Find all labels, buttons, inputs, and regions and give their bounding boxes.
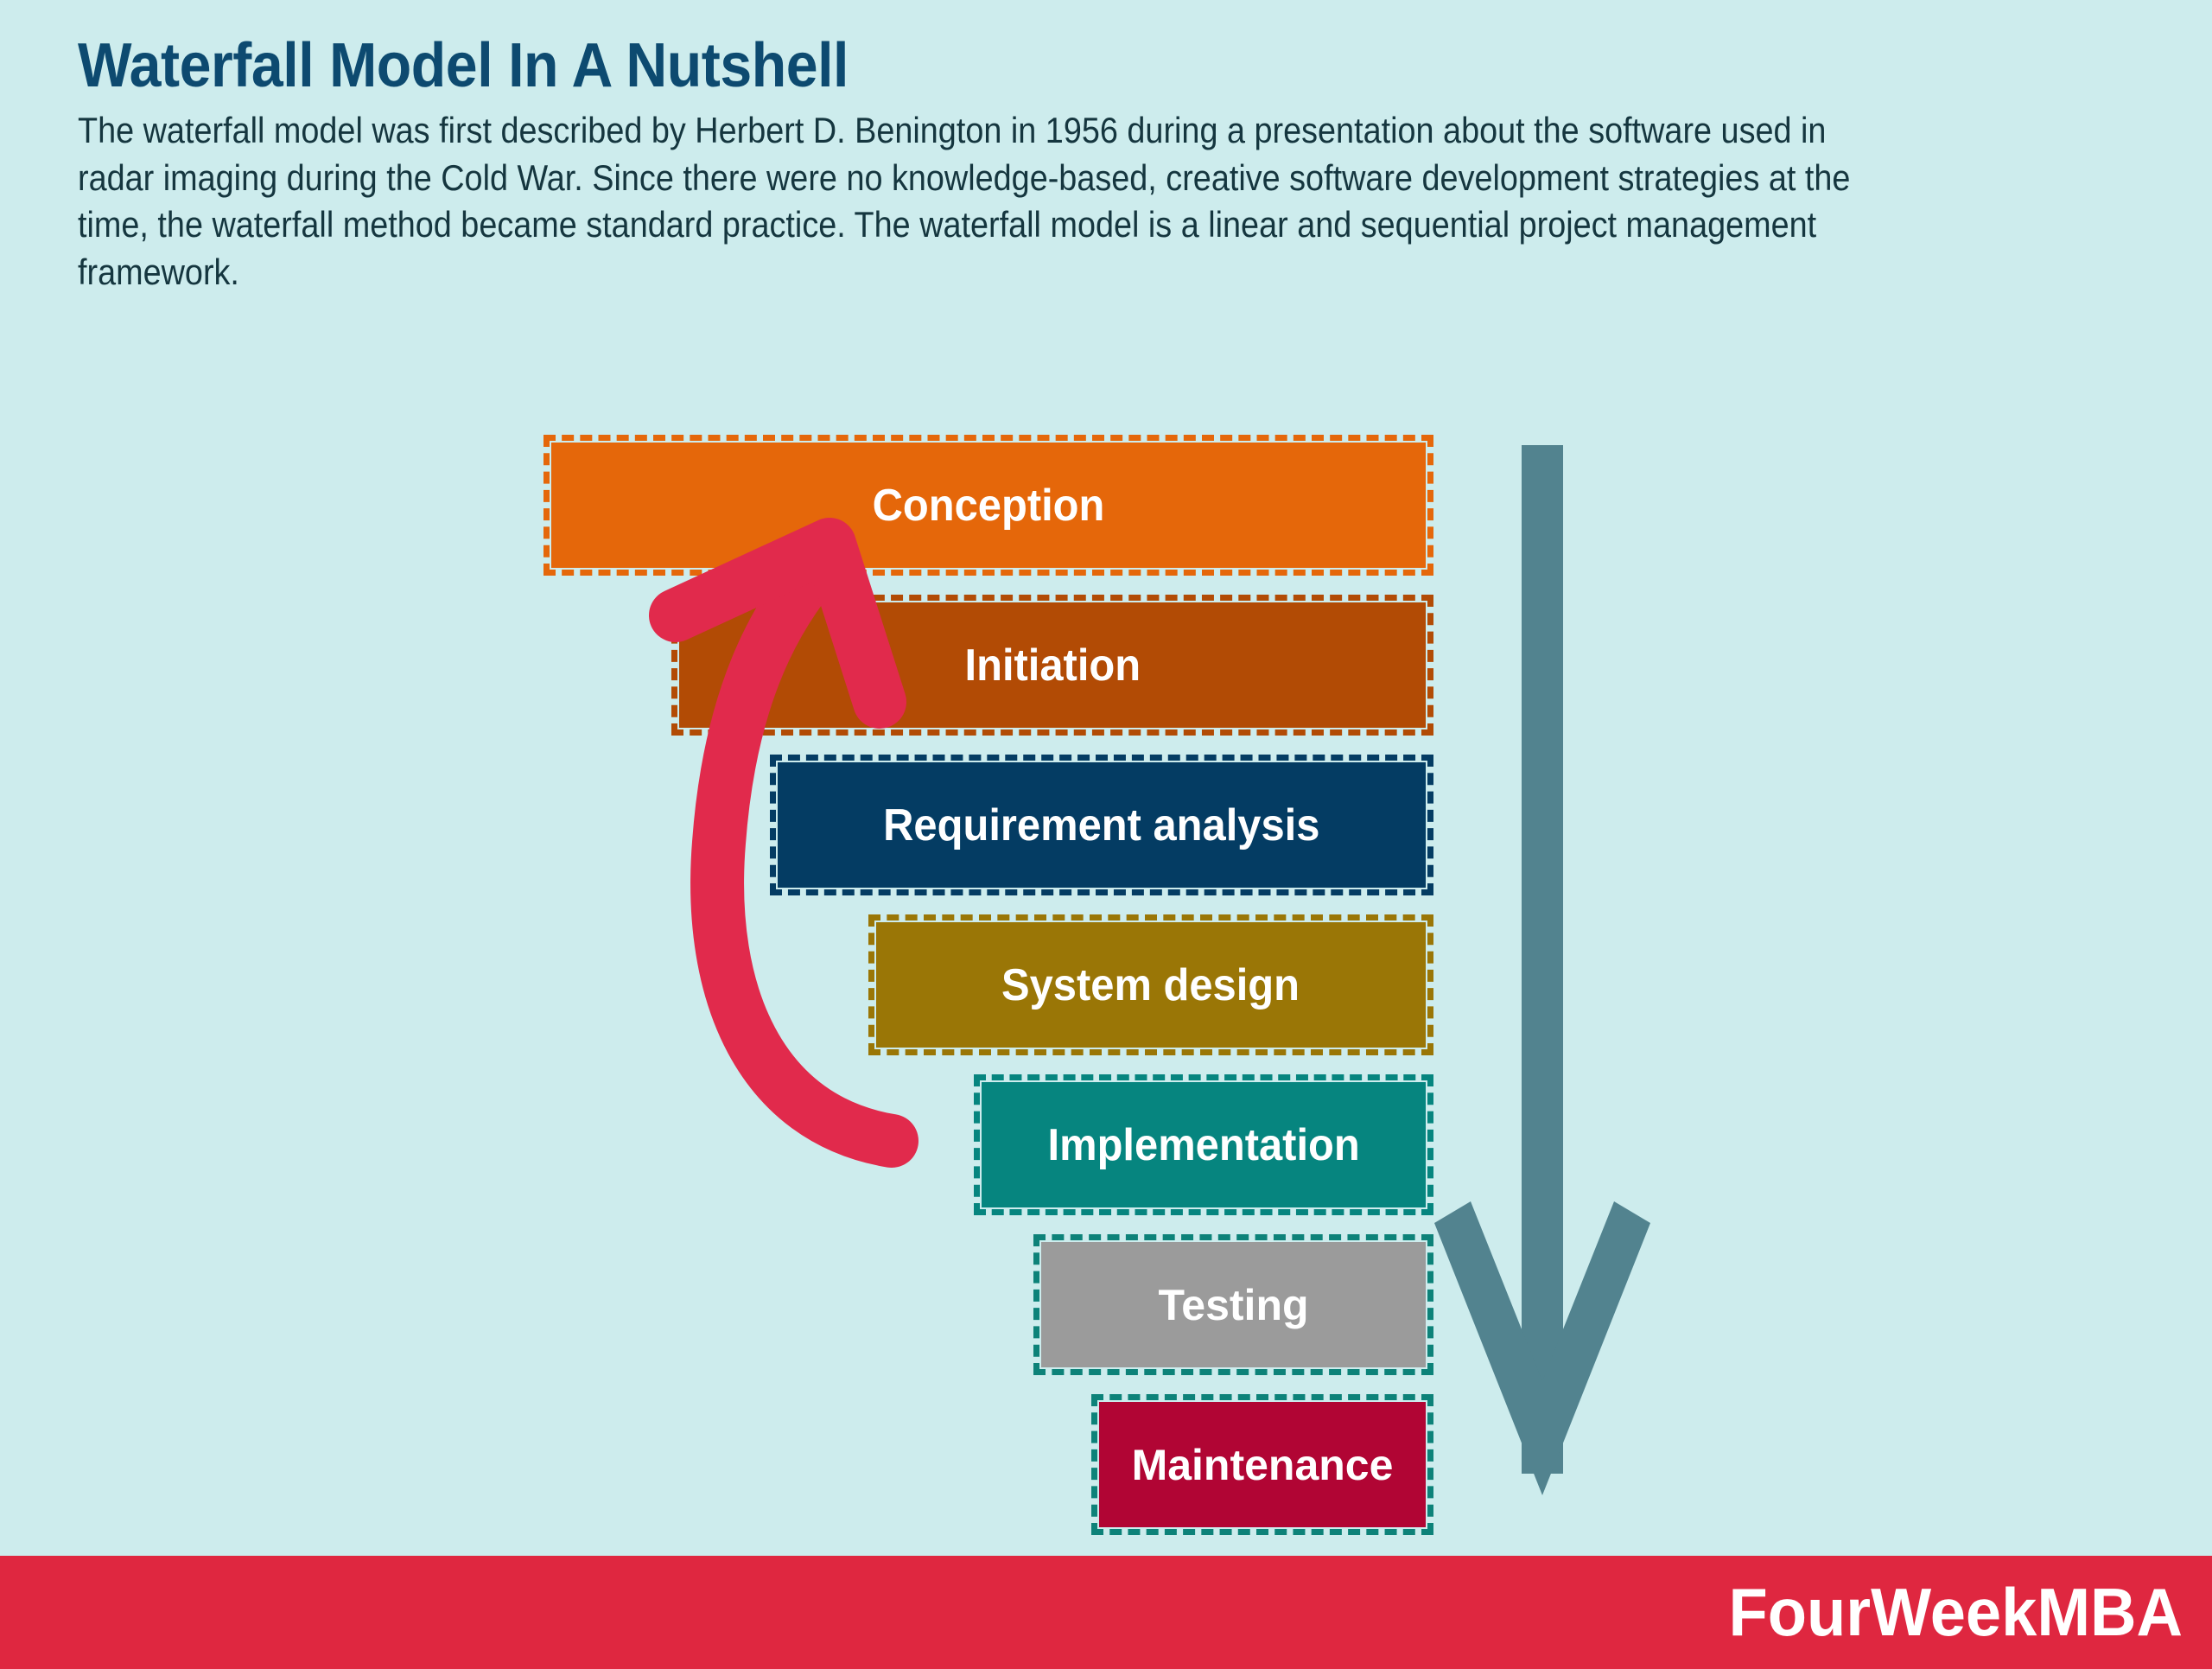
stage-bar-testing[interactable]: Testing	[1033, 1234, 1433, 1375]
downward-flow-arrow	[1434, 445, 1650, 1495]
stage-bar-conception[interactable]: Conception	[543, 435, 1433, 576]
brand-logo-text: FourWeekMBA	[1728, 1574, 2183, 1650]
stage-bar-maintenance[interactable]: Maintenance	[1091, 1394, 1433, 1535]
stage-label-maintenance: Maintenance	[1131, 1440, 1394, 1489]
footer-bar: FourWeekMBA	[0, 1556, 2212, 1669]
page-title: Waterfall Model In A Nutshell	[78, 31, 849, 100]
header-block: Waterfall Model In A Nutshell The waterf…	[78, 35, 2152, 296]
stage-bar-system-design[interactable]: System design	[868, 914, 1433, 1055]
stage-label-initiation: Initiation	[964, 640, 1141, 691]
stage-bar-implementation[interactable]: Implementation	[974, 1074, 1433, 1215]
stage-bar-requirement-analysis[interactable]: Requirement analysis	[770, 755, 1433, 895]
stage-label-implementation: Implementation	[1047, 1119, 1360, 1170]
stage-bar-initiation[interactable]: Initiation	[671, 595, 1433, 736]
waterfall-diagram: Conception Initiation Requirement analys…	[543, 435, 1650, 1535]
stage-label-system-design: System design	[1001, 959, 1300, 1010]
stage-label-conception: Conception	[872, 480, 1105, 531]
stage-label-requirement-analysis: Requirement analysis	[883, 799, 1320, 850]
stage-label-testing: Testing	[1158, 1280, 1309, 1329]
page-description: The waterfall model was first described …	[78, 110, 1851, 292]
